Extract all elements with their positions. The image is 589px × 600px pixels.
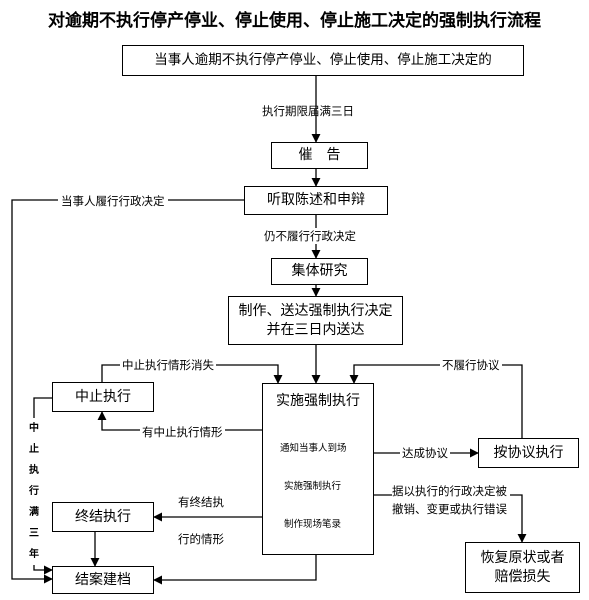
- node-archive: 结案建档: [52, 566, 154, 594]
- label-not-fulfilled: 仍不履行行政决定: [264, 228, 356, 244]
- label-fulfilled: 当事人履行行政决定: [58, 193, 168, 209]
- label-reach-agreement: 达成协议: [400, 445, 450, 461]
- inner-step-record: 制作现场笔录: [284, 519, 342, 530]
- node-suspend: 中止执行: [52, 382, 154, 412]
- node-archive-label: 结案建档: [75, 571, 131, 588]
- label-suspend-three-years: 中止执行满三年: [27, 418, 41, 565]
- node-start-label: 当事人逾期不执行停产停业、停止使用、停止施工决定的: [154, 52, 492, 69]
- page-title: 对逾期不执行停产停业、停止使用、停止施工决定的强制执行流程: [48, 11, 541, 31]
- node-restore: 恢复原状或者赔偿损失: [465, 542, 580, 593]
- node-terminate-label: 终结执行: [75, 508, 131, 525]
- node-collective-label: 集体研究: [291, 263, 348, 280]
- node-agreement-exec-label: 按协议执行: [493, 444, 564, 461]
- label-suspend-gone: 中止执行情形消失: [120, 357, 216, 373]
- label-has-suspend: 有中止执行情形: [140, 424, 225, 440]
- node-suspend-label: 中止执行: [75, 388, 131, 405]
- inner-step-notify: 通知当事人到场: [280, 443, 347, 454]
- arrow-implement-to-archive: [153, 555, 317, 585]
- node-terminate: 终结执行: [52, 502, 154, 532]
- inner-step-enforce: 实施强制执行: [284, 481, 342, 492]
- label-deadline: 执行期限届满三日: [262, 104, 354, 118]
- node-hearing: 听取陈述和申辩: [244, 186, 388, 215]
- node-agreement-exec: 按协议执行: [478, 438, 579, 468]
- label-has-terminate-2: 行的情形: [178, 532, 224, 546]
- node-implement: 实施强制执行: [262, 383, 374, 555]
- node-collective: 集体研究: [271, 258, 368, 285]
- node-hearing-label: 听取陈述和申辩: [267, 192, 365, 209]
- node-implement-label: 实施强制执行: [276, 393, 360, 409]
- arrow-not-fulfill-agreement: [349, 364, 523, 438]
- label-not-fulfill-agreement: 不履行协议: [440, 357, 502, 373]
- node-urge: 催 告: [271, 142, 368, 169]
- node-make-serve-label: 制作、送达强制执行决定并在三日内送达: [238, 302, 393, 338]
- node-restore-label: 恢复原状或者赔偿损失: [480, 549, 565, 585]
- node-make-serve: 制作、送达强制执行决定并在三日内送达: [228, 296, 403, 345]
- node-start: 当事人逾期不执行停产停业、停止使用、停止施工决定的: [122, 45, 524, 76]
- label-revoked: 据以执行的行政决定被撤销、变更或执行错误: [392, 482, 510, 518]
- node-urge-label: 催 告: [298, 147, 341, 164]
- label-has-terminate-1: 有终结执: [178, 495, 224, 509]
